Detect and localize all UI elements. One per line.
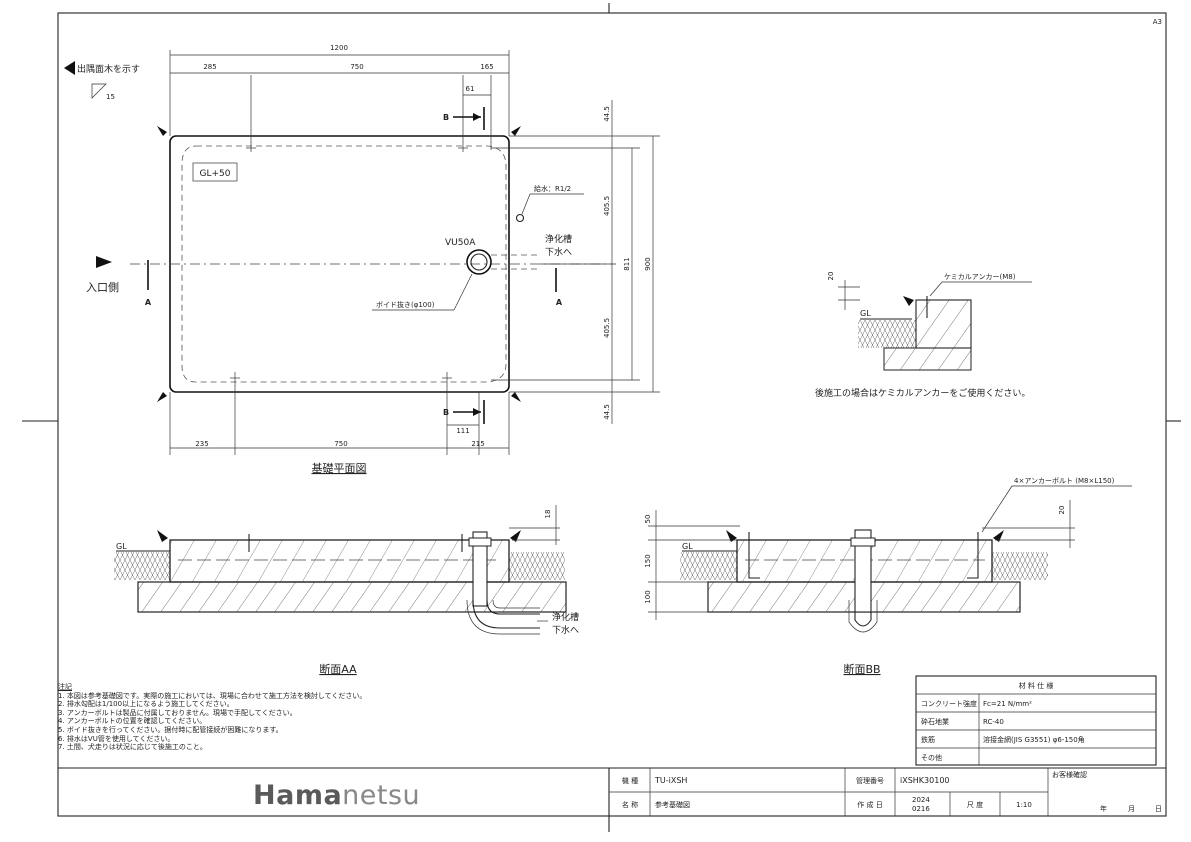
- note-item: 3. アンカーボルトは製品に付属しておりません。現場で手配してください。: [58, 708, 297, 717]
- level-label: GL+50: [200, 169, 231, 179]
- section-bb-dim-100: 100: [644, 590, 652, 603]
- sheet-border: [57, 12, 1167, 817]
- dim-top-small: 61: [466, 85, 475, 93]
- manage-label: 管理番号: [856, 776, 884, 785]
- section-aa-title: 断面AA: [319, 662, 357, 676]
- detail-anchor-label: ケミカルアンカー(M8): [944, 273, 1016, 281]
- plan-title: 基礎平面図: [312, 462, 367, 475]
- model-value: TU-iXSH: [654, 776, 687, 785]
- level-box: [192, 162, 238, 182]
- dim-right-upper: 405.5: [603, 196, 611, 216]
- dim-bottom-right: 215: [471, 440, 484, 448]
- notes-block: 注記 1. 本図は参考基礎図です。実際の施工においては、現場に合わせて施工方法を…: [58, 683, 618, 752]
- note-item: 4. アンカーボルトの位置を確認してください。: [58, 717, 207, 726]
- note-item: 2. 排水勾配は1/100以上になるよう施工してください。: [58, 700, 234, 709]
- note-item: 5. ボイド抜きを行ってください。据付時に配管接続が困難になります。: [58, 725, 283, 734]
- confirm-year: 年: [1100, 804, 1107, 813]
- section-bb: 50 150 100 GL 20 4×アンカーボルト (M8×L150) 断面B…: [644, 477, 1132, 676]
- outlet-label-1: 浄化槽: [545, 233, 572, 245]
- dim-right-bottom: 44.5: [603, 404, 611, 420]
- dim-right-top: 44.5: [603, 106, 611, 122]
- dim-top-total: 1200: [330, 44, 348, 52]
- section-bb-gl: GL: [682, 542, 693, 551]
- scale-label: 尺 度: [967, 800, 983, 809]
- dim-top-right: 165: [480, 63, 493, 71]
- scale-value: 1:10: [1016, 801, 1032, 809]
- dim-top-left: 285: [203, 63, 216, 71]
- dim-top-mid: 750: [350, 63, 363, 71]
- dim-right-lower: 405.5: [603, 318, 611, 338]
- outlet-label-2: 下水へ: [545, 246, 572, 258]
- tray-hidden-outline: [181, 145, 507, 383]
- model-label: 機 種: [622, 776, 638, 785]
- water-label: 給水：R1/2: [534, 184, 571, 193]
- name-value: 参考基礎図: [655, 800, 690, 809]
- detail-note: 後施工の場合はケミカルアンカーをご使用ください。: [815, 387, 1030, 399]
- materials-row-value: RC-40: [983, 718, 1004, 726]
- section-b-bottom: B: [443, 408, 449, 417]
- section-aa-gl: GL: [116, 542, 127, 551]
- logo-part-1: Hama: [253, 780, 343, 811]
- name-label: 名 称: [622, 800, 638, 809]
- foundation-plan: 出隅面木を示す 15 GL+50 VU50A: [64, 44, 660, 475]
- note-item: 7. 土間、犬走りは状況に応じて後施工のこと。: [58, 743, 207, 752]
- hamanetsu-logo: Hamanetsu: [253, 780, 420, 811]
- date-value-year: 2024: [912, 796, 930, 804]
- section-bb-dim-150: 150: [644, 554, 652, 567]
- legend-chamfer-icon: [64, 61, 75, 75]
- materials-header: 材 料 仕 様: [1019, 681, 1054, 690]
- section-a-right: A: [556, 298, 563, 307]
- confirm-month: 月: [1128, 805, 1135, 813]
- section-a-left: A: [145, 298, 152, 307]
- dim-right-total: 900: [644, 257, 652, 270]
- title-block: 機 種 TU-iXSH 名 称 参考基礎図 管理番号 iXSHK30100 作 …: [58, 767, 1166, 816]
- materials-row-label: その他: [921, 753, 942, 762]
- detail-gl-label: GL: [860, 309, 871, 318]
- materials-row-label: 鉄筋: [921, 735, 935, 744]
- notes-title: 注記: [58, 683, 72, 691]
- date-value-day: 0216: [912, 805, 930, 813]
- materials-row-value: 溶接金網(JIS G3551) φ6-150角: [983, 735, 1085, 744]
- section-aa-outlet-1: 浄化槽: [552, 611, 579, 623]
- void-label: ボイド抜き(φ100): [376, 300, 435, 309]
- legend-label: 出隅面木を示す: [77, 63, 140, 75]
- drain-label: VU50A: [445, 238, 476, 248]
- materials-row-value: Fc=21 N/mm²: [983, 700, 1032, 708]
- section-aa-outlet-2: 下水へ: [552, 624, 579, 636]
- anchor-detail: 20 GL ケミカルアンカー(M8) 後施工の場合はケミカルアンカーをご使用くだ…: [815, 272, 1032, 399]
- section-b-top: B: [443, 113, 449, 122]
- section-bb-dim-20: 20: [1058, 506, 1066, 515]
- entry-arrow-icon: [96, 256, 112, 268]
- section-bb-dim-50: 50: [644, 515, 652, 524]
- manage-value: iXSHK30100: [900, 776, 950, 785]
- dim-right-inner: 811: [623, 257, 631, 270]
- section-bb-bolt-label: 4×アンカーボルト (M8×L150): [1014, 477, 1115, 485]
- date-label: 作 成 日: [857, 800, 882, 809]
- detail-dim-20: 20: [827, 272, 835, 281]
- confirm-day: 日: [1155, 805, 1162, 813]
- entry-label: 入口側: [86, 281, 119, 294]
- materials-row-label: コンクリート強度: [921, 699, 977, 708]
- section-aa: GL 浄化槽 下水へ 18 断面AA: [114, 505, 579, 676]
- sheet-size-label: A3: [1153, 18, 1162, 26]
- drain-pipe-icon: [466, 249, 492, 275]
- chamfer-label: 15: [106, 93, 115, 101]
- section-bb-title: 断面BB: [843, 662, 880, 676]
- dim-bottom-small: 111: [456, 427, 469, 435]
- dim-bottom-left: 235: [195, 440, 208, 448]
- water-supply-icon: [515, 213, 525, 223]
- materials-table: 材 料 仕 様 コンクリート強度 Fc=21 N/mm² 砕石地業 RC-40 …: [915, 675, 1157, 766]
- dim-bottom-mid: 750: [334, 440, 347, 448]
- note-item: 1. 本図は参考基礎図です。実際の施工においては、現場に合わせて施工方法を検討し…: [58, 691, 367, 700]
- section-aa-dim-18: 18: [544, 510, 552, 519]
- customer-confirm-label: お客様確認: [1052, 770, 1087, 779]
- logo-part-2: netsu: [342, 780, 421, 811]
- materials-row-label: 砕石地業: [921, 717, 949, 726]
- note-item: 6. 排水はVU管を使用してください。: [58, 734, 175, 743]
